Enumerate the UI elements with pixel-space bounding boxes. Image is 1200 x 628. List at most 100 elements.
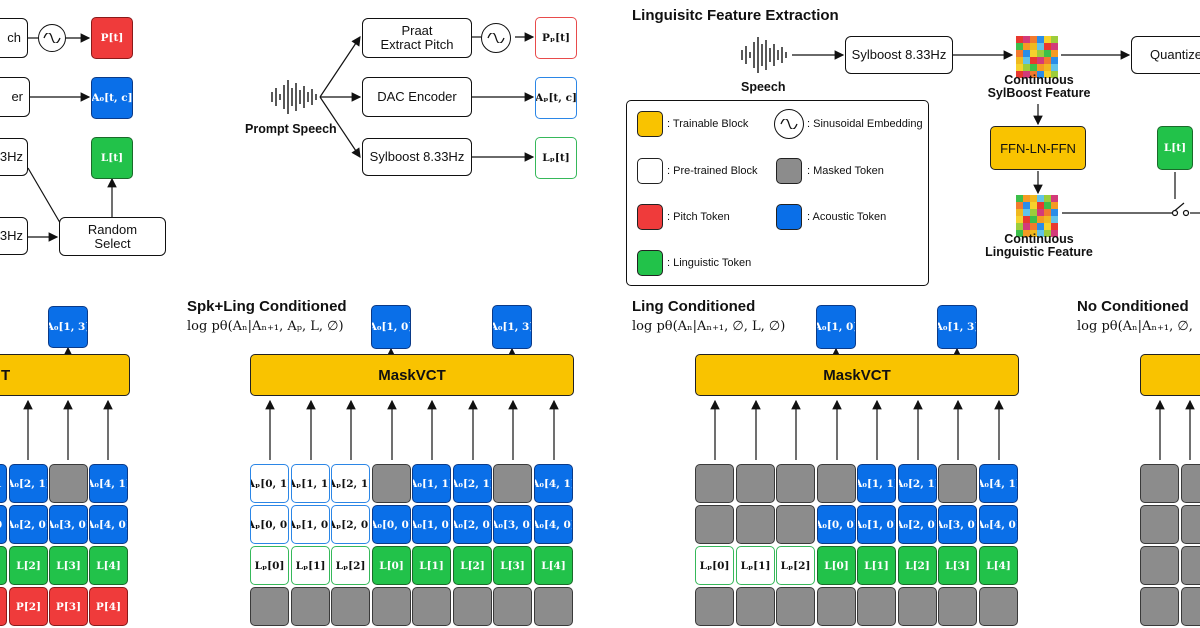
legend-sinusoidal-icon [774,109,804,139]
legend-linguistic-label: : Linguistic Token [667,257,752,269]
pitch-token-p: P[t] [91,17,133,59]
ling-token-r3-6: L[3] [938,546,977,585]
legend-masked-label: : Masked Token [807,165,884,177]
extract-linguistic-token: L[t] [1157,126,1193,170]
ling-token-r3-4: L[1] [857,546,896,585]
left-token-r3-2: L[4] [89,546,128,585]
none-token-r2-0 [1140,505,1179,544]
none-token-r3-1 [1181,546,1200,585]
spk-panel-title: Spk+Ling Conditioned [187,298,347,315]
legend-trainable-label: : Trainable Block [667,118,749,130]
ling-token-r4-4 [857,587,896,626]
continuous-linguistic-label: Continuous Linguistic Feature [985,232,1093,259]
left-maskvct-block: T [0,354,130,396]
ling-token-r4-5 [898,587,937,626]
spk-token-r4-3 [372,587,411,626]
left-row3-fragment [0,546,7,585]
sylboost-box-2: 3Hz [0,217,28,255]
left-token-r4-0: P[2] [9,587,48,626]
left-row2-fragment: 0 [0,505,7,544]
pitch-source-label: ch [7,30,21,45]
ling-token-r2-3: A₀[0, 0] [817,505,856,544]
ling-token-r3-7: L[4] [979,546,1018,585]
none-maskvct-block [1140,354,1200,396]
ling-token-r3-0: Lₚ[0] [695,546,734,585]
spk-token-r3-7: L[4] [534,546,573,585]
ffn-ln-ffn-block: FFN-LN-FFN [990,126,1086,170]
ling-token-r2-0 [695,505,734,544]
spk-token-r1-4: A₀[1, 1] [412,464,451,503]
ling-token-r3-1: Lₚ[1] [736,546,775,585]
legend-trainable-swatch [637,111,663,137]
ling-token-r1-5: A₀[2, 1] [898,464,937,503]
spk-output-token-1: A₀[1, 0] [371,305,411,349]
none-token-r4-0 [1140,587,1179,626]
left-token-r2-1: A₀[3, 0] [49,505,88,544]
ling-token-r2-7: A₀[4, 0] [979,505,1018,544]
sylboost-2-label: 3Hz [0,228,23,243]
spk-token-r2-0: Aₚ[0, 0] [250,505,289,544]
prompt-sinusoidal-icon [481,23,511,53]
spk-token-r4-1 [291,587,330,626]
ling-token-r4-6 [938,587,977,626]
spk-token-r3-0: Lₚ[0] [250,546,289,585]
ling-token-r4-1 [736,587,775,626]
ling-output-token-1: A₀[1, 0] [816,305,856,349]
spk-token-r3-4: L[1] [412,546,451,585]
prompt-linguistic-token: Lₚ[t] [535,137,577,179]
none-token-r1-1 [1181,464,1200,503]
spk-token-r1-5: A₀[2, 1] [453,464,492,503]
spk-token-r2-7: A₀[4, 0] [534,505,573,544]
spk-token-r2-4: A₀[1, 0] [412,505,451,544]
left-token-r2-2: A₀[4, 0] [89,505,128,544]
ling-token-r1-6 [938,464,977,503]
left-token-r3-0: L[2] [9,546,48,585]
prompt-speech-label: Prompt Speech [245,122,337,136]
legend-acoustic-label: : Acoustic Token [807,211,887,223]
spk-panel-formula: log pθ(Aₙ|Aₙ₊₁, Aₚ, L, ∅) [187,319,344,334]
spk-token-r4-2 [331,587,370,626]
encoder-label: er [11,89,23,104]
legend-masked-swatch [776,158,802,184]
spk-token-r3-5: L[2] [453,546,492,585]
ling-token-r1-4: A₀[1, 1] [857,464,896,503]
ling-token-r3-2: Lₚ[2] [776,546,815,585]
legend-pretrained-swatch [637,158,663,184]
ling-token-r1-2 [776,464,815,503]
ling-token-r2-1 [736,505,775,544]
left-row4-fragment [0,587,7,626]
ling-token-r2-6: A₀[3, 0] [938,505,977,544]
spk-token-r4-0 [250,587,289,626]
acoustic-token-a0: A₀[t, c] [91,77,133,119]
none-token-r4-1 [1181,587,1200,626]
quantize-box: Quantize [1131,36,1200,74]
left-token-r4-1: P[3] [49,587,88,626]
legend-linguistic-swatch [637,250,663,276]
prompt-sylboost-box: Sylboost 8.33Hz [362,138,472,176]
left-token-r4-2: P[4] [89,587,128,626]
none-token-r1-0 [1140,464,1179,503]
none-panel-title: No Conditioned [1077,298,1189,315]
sylboost-1-label: 3Hz [0,149,23,164]
ling-token-r4-0 [695,587,734,626]
spk-token-r1-3 [372,464,411,503]
ling-token-r4-3 [817,587,856,626]
ling-token-r4-2 [776,587,815,626]
dac-encoder-box: DAC Encoder [362,77,472,117]
ling-panel-formula: log pθ(Aₙ|Aₙ₊₁, ∅, L, ∅) [632,319,786,334]
ling-token-r1-1 [736,464,775,503]
ling-token-r3-3: L[0] [817,546,856,585]
ling-token-r3-5: L[2] [898,546,937,585]
ling-token-r1-3 [817,464,856,503]
left-token-r1-0: A₀[2, 1] [9,464,48,503]
legend-pitch-label: : Pitch Token [667,211,730,223]
random-select-box: Random Select [59,217,166,256]
ling-output-token-2: A₀[1, 3] [937,305,977,349]
encoder-box: er [0,77,30,117]
spk-token-r1-2: Aₚ[2, 1] [331,464,370,503]
ling-token-r2-4: A₀[1, 0] [857,505,896,544]
legend: : Trainable Block : Sinusoidal Embedding… [626,100,929,286]
linguistic-token-l: L[t] [91,137,133,179]
ling-token-r4-7 [979,587,1018,626]
